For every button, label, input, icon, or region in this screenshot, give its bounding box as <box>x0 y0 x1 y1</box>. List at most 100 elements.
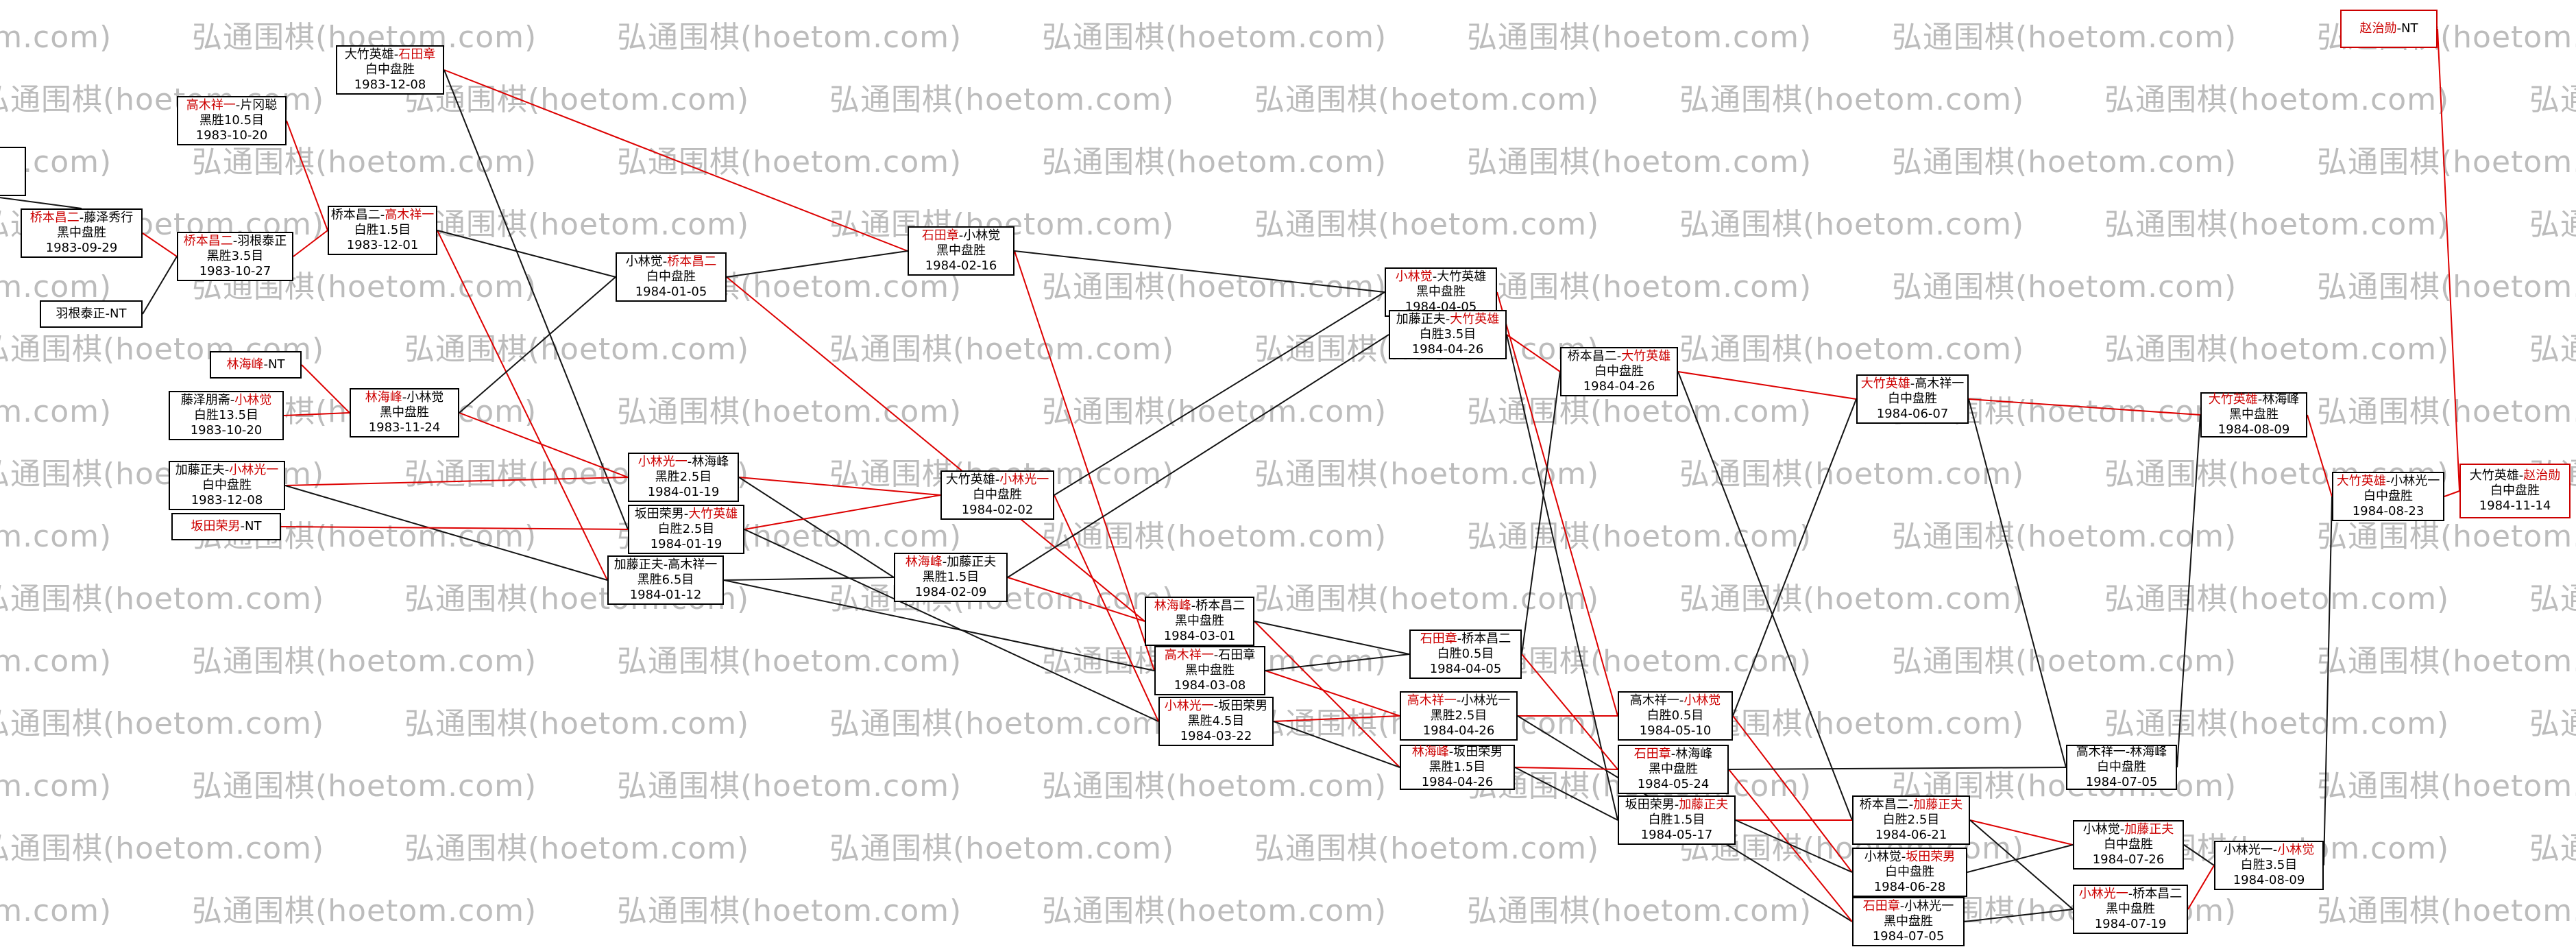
player-name: -加藤正夫 <box>942 555 997 569</box>
watermark-text: 弘通围棋(hoetom.com) <box>617 20 962 55</box>
match-box-cut[interactable] <box>0 147 26 196</box>
match-players: 桥本昌二-羽根泰正 <box>184 234 287 249</box>
match-result: 黑中盘胜 <box>1649 762 1698 776</box>
match-result: 白胜13.5目 <box>193 408 259 422</box>
match-players: 小林觉-坂田荣男 <box>1864 850 1956 865</box>
watermark-text: 弘通围棋(hoetom.com) <box>2317 894 2576 928</box>
match-box-bA[interactable]: 赵治勋-NT <box>2340 10 2438 48</box>
match-players: 大竹英雄-小林光一 <box>2337 474 2440 489</box>
match-players: 高木祥一-片冈聪 <box>186 98 278 113</box>
player-name: 加藤正夫- <box>175 463 230 477</box>
watermark-text: 弘通围棋(hoetom.com) <box>1042 20 1387 55</box>
match-players: 石田章-小林觉 <box>922 228 1001 243</box>
player-name-winner: 小林光一 <box>999 472 1049 487</box>
watermark-text: 弘通围棋(hoetom.com) <box>0 582 325 616</box>
match-players: 桥本昌二-大竹英雄 <box>1568 349 1671 364</box>
player-name: 羽根泰正-NT <box>56 307 127 321</box>
match-players: 大竹英雄-小林光一 <box>946 472 1049 488</box>
match-date: 1984-01-05 <box>635 285 707 299</box>
watermark-text: 弘通围棋(hoetom.com) <box>1679 332 2025 367</box>
match-result: 白中盘胜 <box>1885 865 1934 879</box>
match-result: 黑中盘胜 <box>2106 902 2155 916</box>
player-name: 桥本昌二- <box>1567 349 1622 363</box>
watermark-text: 弘通围棋(hoetom.com) <box>2529 332 2576 367</box>
watermark-text: 弘通围棋(hoetom.com) <box>0 769 112 804</box>
player-name-winner: 高木祥一 <box>1164 648 1214 662</box>
match-date: 1984-08-23 <box>2352 504 2425 518</box>
match-players: 桥本昌二-藤泽秀行 <box>30 211 134 226</box>
match-date: 1983-12-01 <box>346 238 419 252</box>
match-players: 高木祥一-林海峰 <box>2076 745 2167 760</box>
watermark-text: 弘通围棋(hoetom.com) <box>0 644 112 679</box>
match-result: 白中盘胜 <box>646 269 696 284</box>
match-result: 黑胜3.5目 <box>206 249 264 263</box>
match-box-b8[interactable]: 林海峰-NT <box>210 351 302 379</box>
player-name-winner: 林海峰 <box>1411 745 1449 759</box>
match-players: 高木祥一-小林觉 <box>1630 693 1721 708</box>
match-date: 1983-10-27 <box>199 264 271 278</box>
watermark-text: 弘通围棋(hoetom.com) <box>1467 145 1812 180</box>
player-name-winner: 林海峰 <box>905 555 943 569</box>
player-name-winner: 高木祥一 <box>385 208 435 222</box>
player-name-winner: 高木祥一 <box>186 98 236 112</box>
match-date: 1984-05-10 <box>1639 723 1712 738</box>
match-players: 高木祥一-小林光一 <box>1407 693 1511 708</box>
player-name: -片冈聪 <box>235 98 278 112</box>
match-result: 白中盘胜 <box>973 488 1022 502</box>
match-box-b12[interactable]: 坂田荣男-NT <box>171 513 281 540</box>
match-box-b6[interactable]: 羽根泰正-NT <box>40 300 143 328</box>
match-date: 1984-06-07 <box>1876 407 1949 421</box>
watermark-text: 弘通围棋(hoetom.com) <box>2104 582 2450 616</box>
match-date: 1984-06-21 <box>1875 828 1947 842</box>
match-players: 大竹英雄-高木祥一 <box>1861 376 1965 392</box>
player-name-winner: 大竹英雄 <box>1860 376 1910 391</box>
match-result: 白胜0.5目 <box>1437 647 1494 661</box>
player-name-winner: 小林觉 <box>234 393 272 407</box>
match-result: 白胜1.5目 <box>354 223 411 237</box>
match-result: 黑中盘胜 <box>2229 407 2279 422</box>
match-players: 小林光一-坂田荣男 <box>1165 699 1268 714</box>
match-players: 大竹英雄-石田章 <box>345 47 436 62</box>
player-name-winner: 大竹英雄 <box>2336 474 2386 488</box>
watermark-text: 弘通围棋(hoetom.com) <box>1042 145 1387 180</box>
match-result: 白胜3.5目 <box>1419 327 1477 341</box>
player-name-winner: 小林光一 <box>2078 887 2128 901</box>
